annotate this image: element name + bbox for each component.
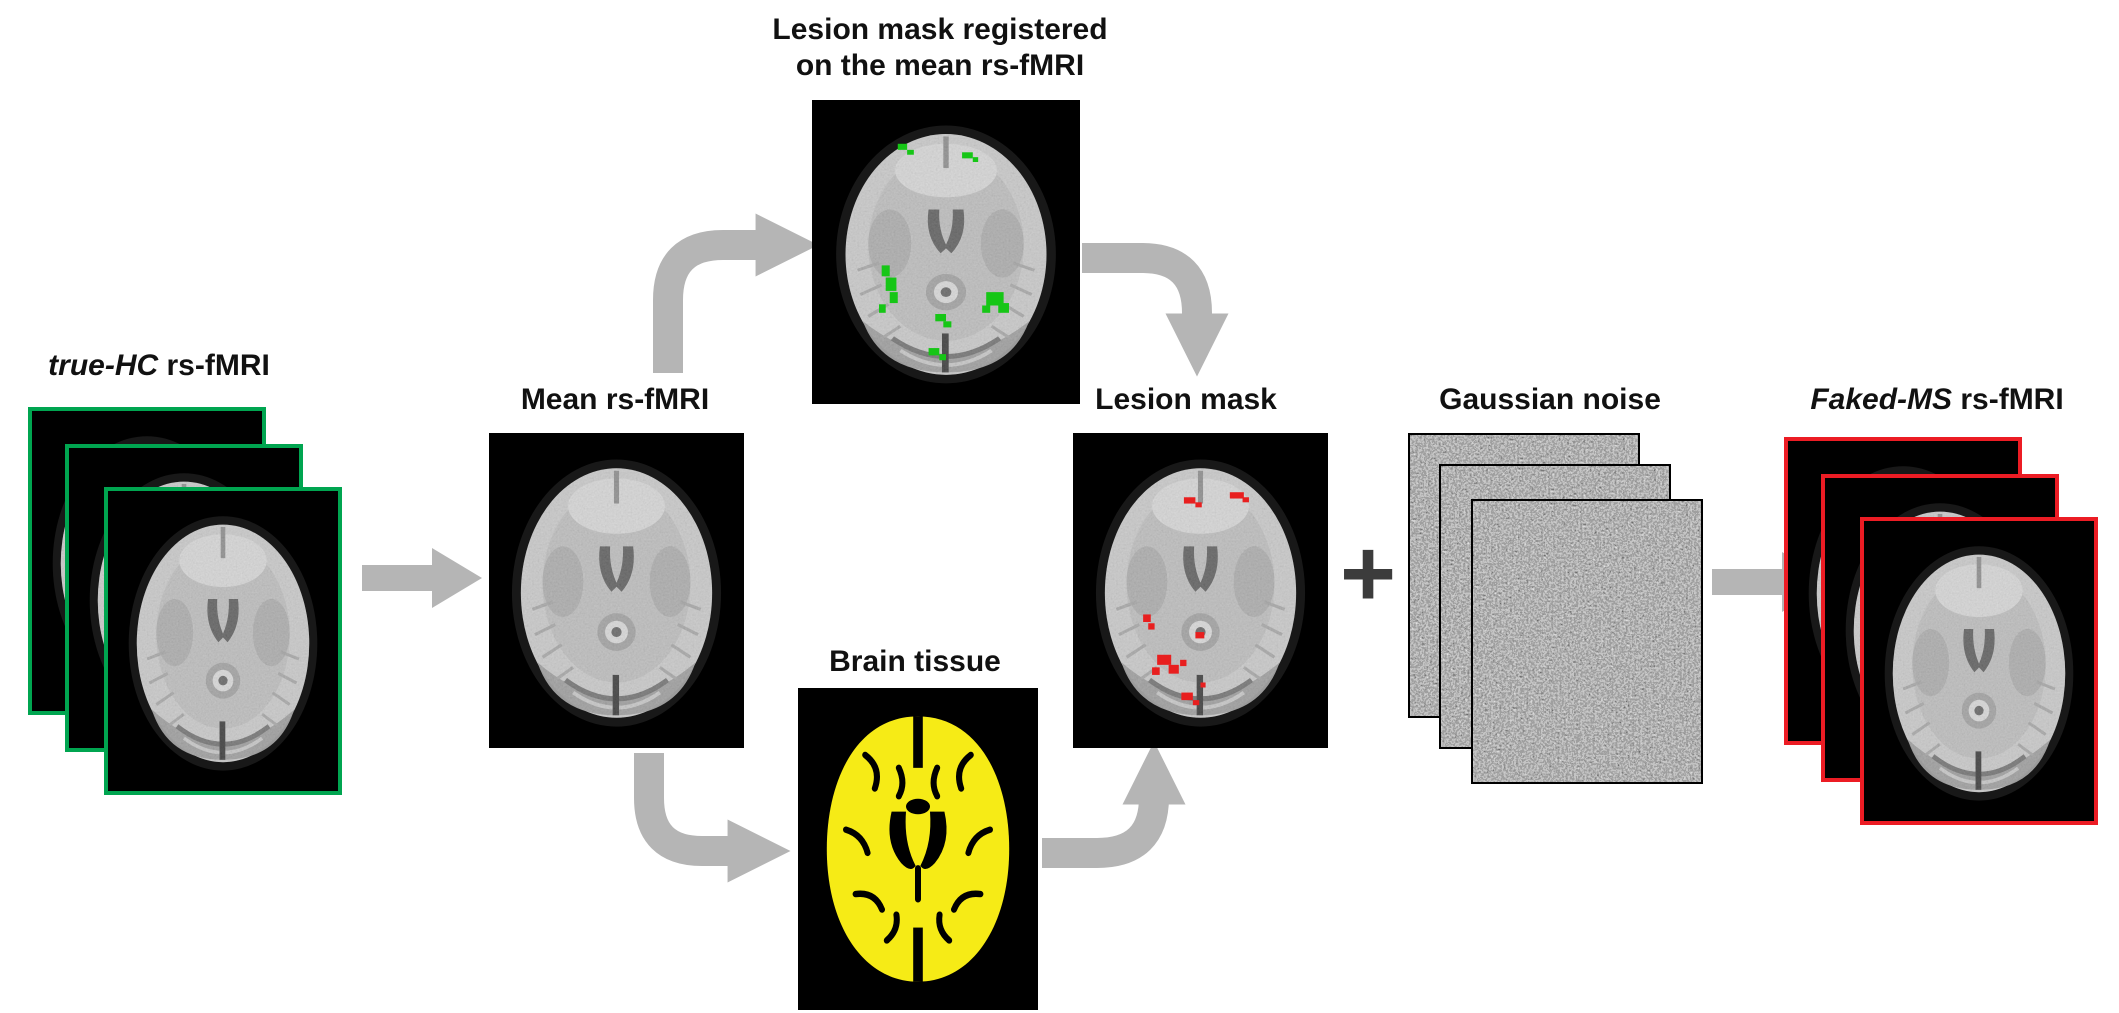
label-lesion-mask-text: Lesion mask bbox=[1095, 383, 1277, 416]
label-faked-ms-em: Faked-MS bbox=[1810, 383, 1953, 416]
label-gaussian-noise: Gaussian noise bbox=[1400, 382, 1700, 418]
label-faked-ms: Faked-MS rs-fMRI bbox=[1772, 382, 2102, 418]
label-lesion-registered-line1: Lesion mask registered bbox=[772, 13, 1108, 46]
label-mean-rsfmri-text: Mean rs-fMRI bbox=[520, 383, 710, 416]
mean-rsfmri-image bbox=[489, 433, 744, 748]
label-mean-rsfmri: Mean rs-fMRI bbox=[465, 382, 765, 418]
curved-arrow-right-down-icon bbox=[1082, 243, 1229, 377]
gaussian-noise-stack bbox=[1408, 433, 1704, 785]
noise-frame-front bbox=[1471, 499, 1703, 784]
label-lesion-registered: Lesion mask registered on the mean rs-fM… bbox=[755, 12, 1125, 84]
label-true-hc: true-HC rs-fMRI bbox=[4, 348, 314, 384]
curved-arrow-up-right-icon bbox=[653, 213, 819, 373]
true-hc-stack bbox=[28, 407, 342, 795]
label-faked-ms-rest: rs-fMRI bbox=[1952, 383, 2064, 416]
arrow-right-icon bbox=[362, 548, 482, 608]
noise-image bbox=[1473, 501, 1701, 782]
label-lesion-mask: Lesion mask bbox=[1036, 382, 1336, 418]
curved-arrow-down-right-icon bbox=[634, 753, 791, 883]
brain-slice-image bbox=[489, 433, 744, 748]
faked-ms-frame-front bbox=[1860, 517, 2098, 825]
curved-arrow-right-up-icon bbox=[1042, 741, 1186, 868]
faked-ms-stack bbox=[1784, 437, 2098, 825]
brain-slice-image bbox=[1073, 433, 1328, 748]
tissue-mask-image bbox=[798, 688, 1038, 1010]
red-lesion-overlay bbox=[1143, 492, 1249, 706]
true-hc-frame-front bbox=[104, 487, 342, 795]
label-true-hc-rest: rs-fMRI bbox=[158, 349, 270, 382]
green-lesion-overlay bbox=[879, 143, 1009, 361]
brain-tissue-image bbox=[798, 688, 1038, 1010]
label-brain-tissue-text: Brain tissue bbox=[829, 645, 1001, 678]
lesion-registered-image bbox=[812, 100, 1080, 404]
brain-slice-image bbox=[812, 100, 1080, 404]
label-true-hc-em: true-HC bbox=[48, 349, 159, 382]
brain-slice-image bbox=[108, 491, 338, 791]
lesion-mask-image bbox=[1073, 433, 1328, 748]
label-gaussian-noise-text: Gaussian noise bbox=[1439, 383, 1661, 416]
label-brain-tissue: Brain tissue bbox=[765, 644, 1065, 680]
brain-slice-image bbox=[1864, 521, 2094, 821]
plus-operator: + bbox=[1339, 520, 1397, 627]
label-lesion-registered-line2: on the mean rs-fMRI bbox=[795, 49, 1085, 82]
